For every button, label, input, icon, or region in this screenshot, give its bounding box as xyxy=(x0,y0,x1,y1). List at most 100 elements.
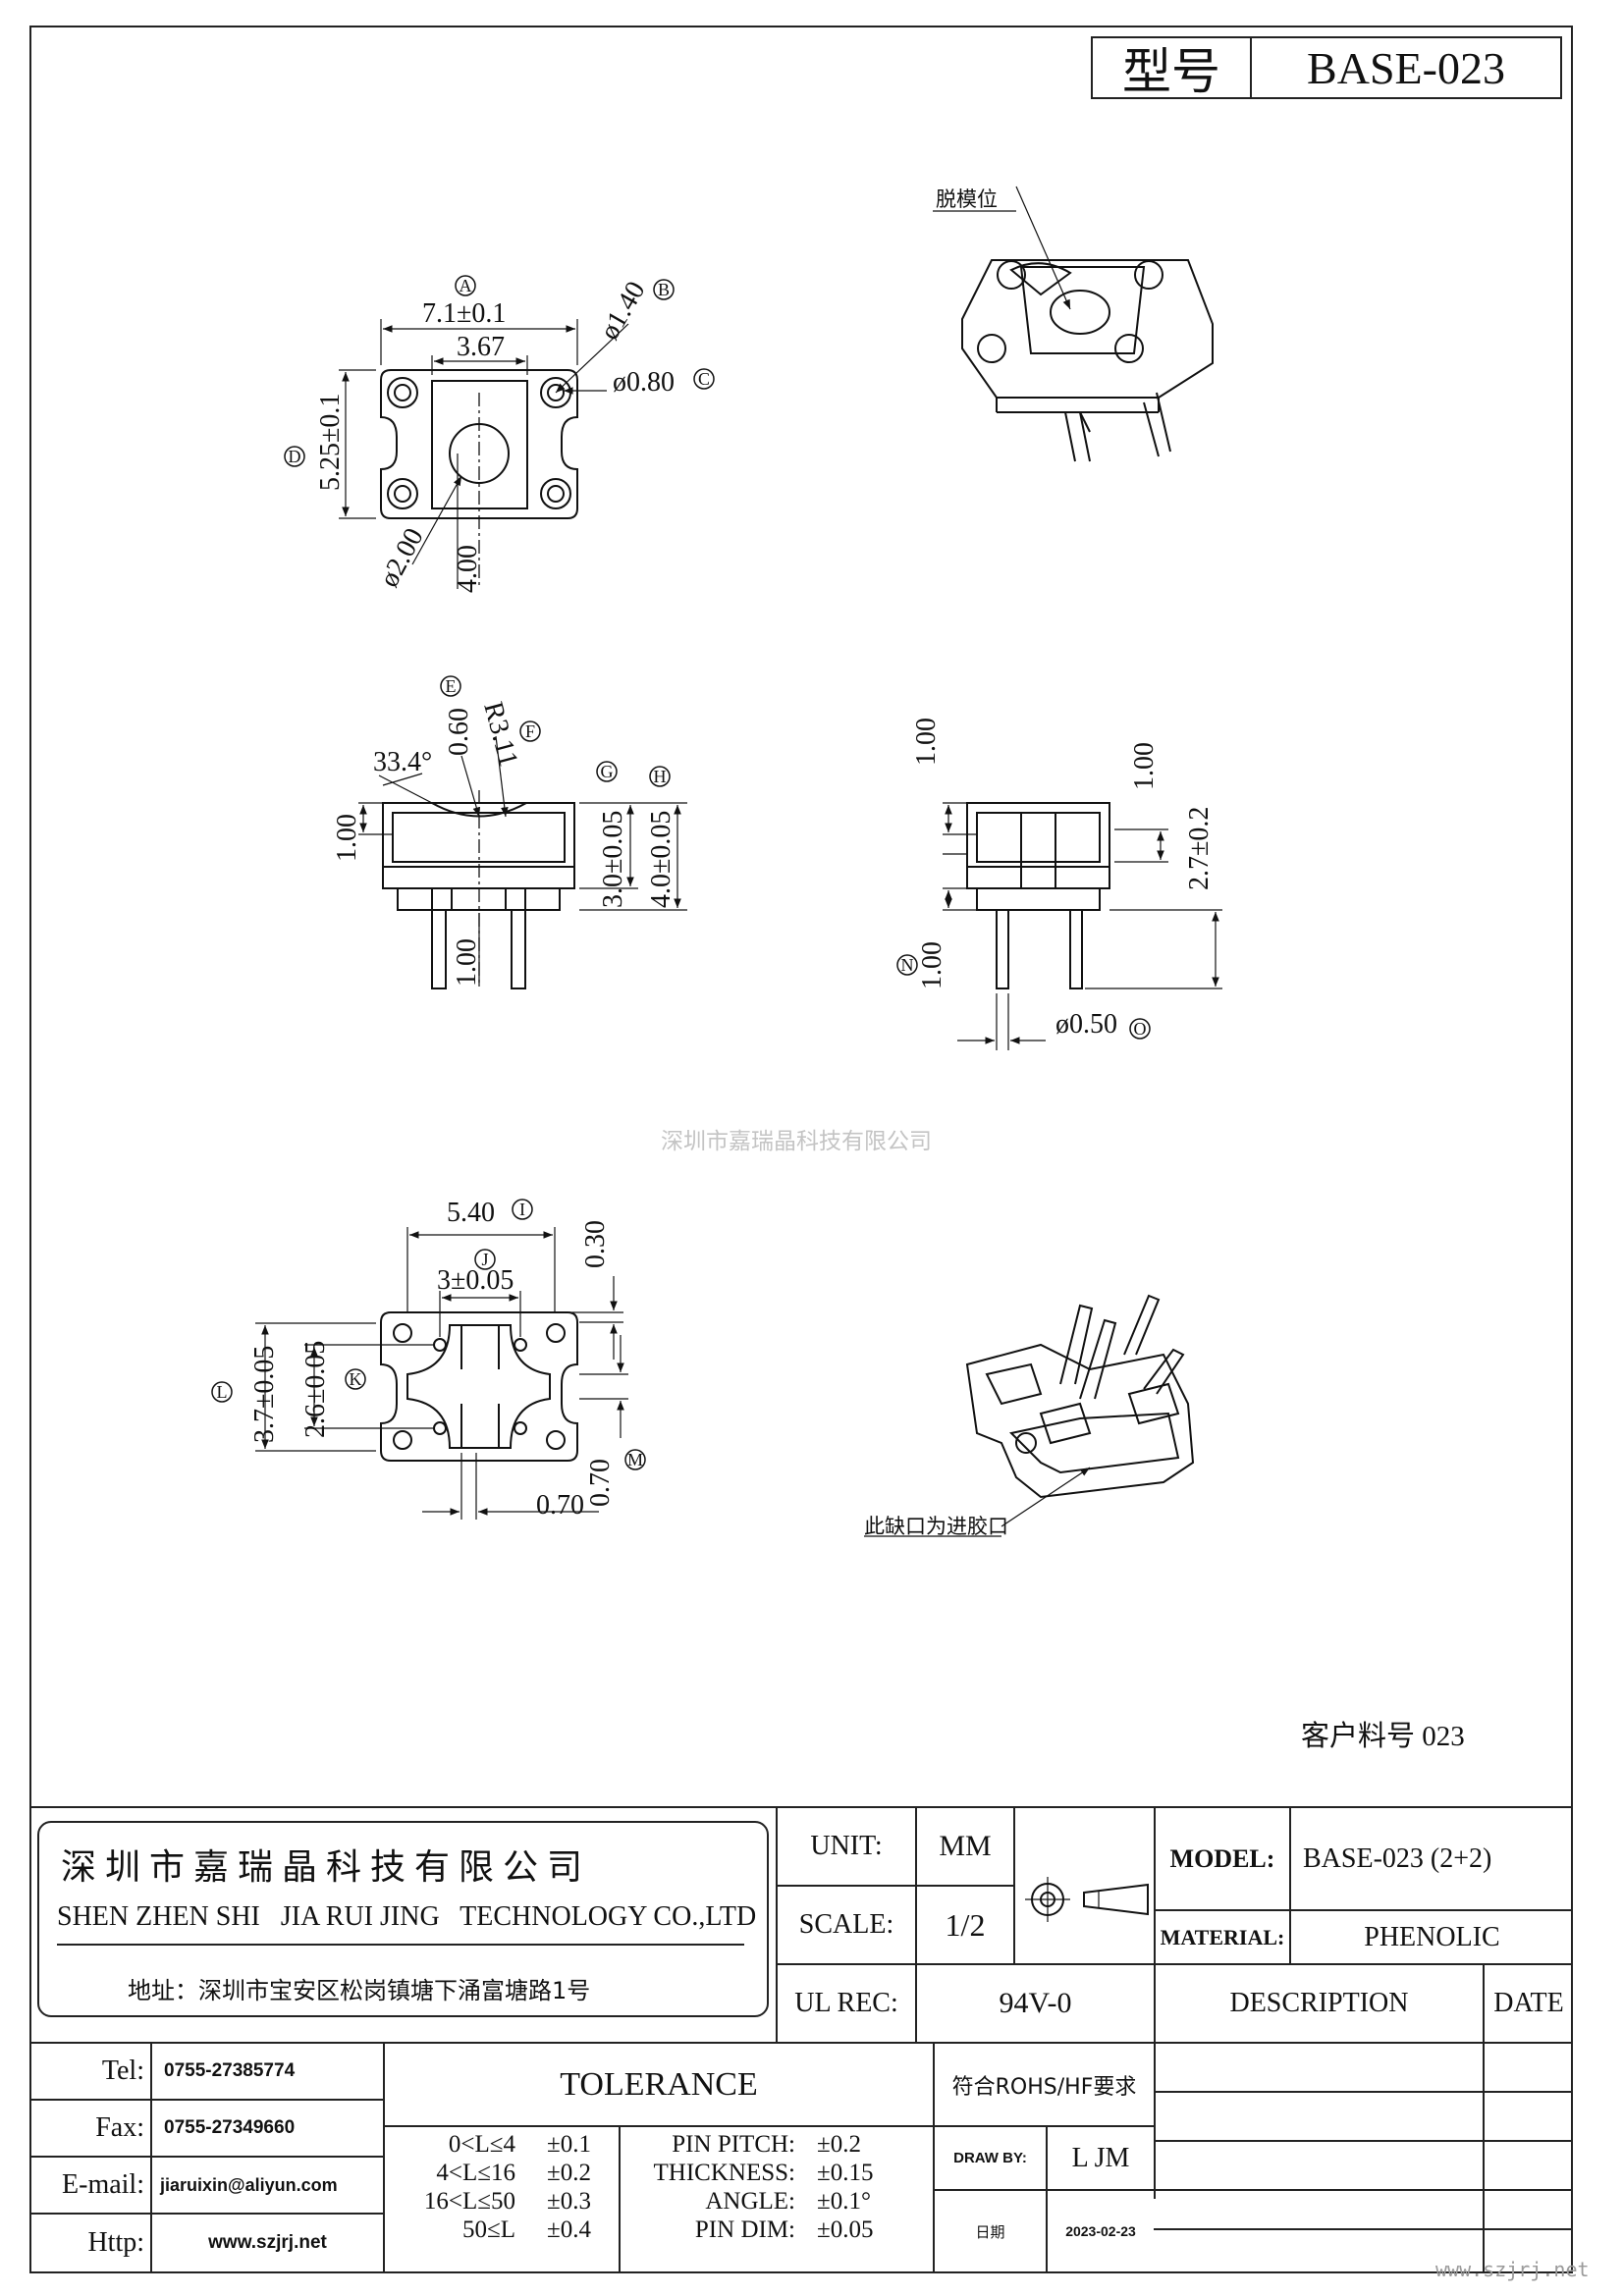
tol-label: PIN DIM: xyxy=(694,2216,795,2243)
dim-hole-dia: ø2.00 xyxy=(374,523,430,592)
company-divider xyxy=(57,1944,744,1946)
grid-line xyxy=(29,2042,1573,2044)
iso-view-bottom xyxy=(864,1294,1195,1537)
date-label: DATE xyxy=(1493,1988,1564,2018)
grid-line xyxy=(383,2125,933,2127)
material-label: MATERIAL: xyxy=(1160,1924,1285,1949)
bottom-view xyxy=(255,1227,628,1520)
dim-d: 5.25±0.1 xyxy=(315,394,346,491)
mark-c: C xyxy=(698,369,710,389)
grid-line xyxy=(1013,1806,1015,1963)
scale-value: 1/2 xyxy=(945,1906,986,1943)
model-label-tb: MODEL: xyxy=(1169,1843,1275,1873)
tol-range: 0<L≤4 xyxy=(448,2131,515,2158)
description-label: DESCRIPTION xyxy=(1229,1988,1409,2018)
grid-line xyxy=(1154,2228,1573,2230)
draw-by-value: L JM xyxy=(1071,2142,1130,2173)
dim-hole-pos: 4.00 xyxy=(453,545,483,593)
draw-by-label: DRAW BY: xyxy=(953,2150,1027,2166)
mark-m: M xyxy=(627,1450,643,1469)
grid-line xyxy=(935,2125,1154,2127)
mark-f: F xyxy=(525,721,535,741)
scale-label: SCALE: xyxy=(798,1909,894,1940)
company-name-en: SHEN ZHEN SHI JIA RUI JING TECHNOLOGY CO… xyxy=(57,1901,757,1932)
company-box xyxy=(37,1821,769,2017)
grid-line xyxy=(915,1806,917,2042)
top-view xyxy=(339,319,629,589)
mark-b: B xyxy=(658,280,670,299)
http-value[interactable]: www.szjrj.net xyxy=(208,2232,327,2253)
dim-c: ø0.80 xyxy=(613,367,675,398)
dim-070: 0.70 xyxy=(536,1490,584,1521)
dim-angle: 33.4° xyxy=(373,747,432,777)
dim-b: ø1.40 xyxy=(594,276,651,345)
grid-line xyxy=(776,1963,1573,1965)
dim-o: ø0.50 xyxy=(1055,1009,1117,1040)
mark-n: N xyxy=(901,955,914,975)
dim-inner-width: 3.67 xyxy=(457,332,505,362)
tol-label: ANGLE: xyxy=(705,2188,795,2215)
mark-j: J xyxy=(481,1250,488,1269)
tolerance-row: ANGLE:±0.1° xyxy=(628,2187,928,2216)
tolerance-row: 50≤L ±0.4 xyxy=(398,2216,614,2244)
grid-line xyxy=(29,2213,383,2215)
tol-range: 16<L≤50 xyxy=(423,2188,515,2215)
grid-line xyxy=(150,2042,152,2273)
grid-line xyxy=(29,2271,1573,2273)
dim-a: 7.1±0.1 xyxy=(422,298,506,329)
mark-l: L xyxy=(217,1382,228,1402)
tolerance-right-list: PIN PITCH:±0.2 THICKNESS: ±0.15 ANGLE:±0.… xyxy=(628,2130,928,2244)
grid-line xyxy=(1289,1806,1291,1963)
unit-value: MM xyxy=(939,1830,992,1862)
tol-label: PIN PITCH: xyxy=(672,2131,795,2158)
tol-range: 50≤L xyxy=(462,2216,515,2243)
mark-e: E xyxy=(446,676,457,696)
front-view xyxy=(358,735,687,989)
dim-r-h: 2.7±0.2 xyxy=(1184,807,1215,890)
tolerance-row: PIN PITCH:±0.2 xyxy=(628,2130,928,2159)
dim-f: R3.11 xyxy=(477,699,523,770)
tolerance-row: 4<L≤16±0.2 xyxy=(398,2159,614,2187)
model-value-tb: BASE-023 (2+2) xyxy=(1303,1842,1492,1874)
rohs-note: 符合ROHS/HF要求 xyxy=(951,2074,1137,2100)
material-value: PHENOLIC xyxy=(1364,1921,1500,1952)
projection-symbol xyxy=(1025,1877,1149,1922)
mark-k: K xyxy=(350,1369,362,1389)
tol-value: ±0.15 xyxy=(817,2160,874,2186)
grid-line xyxy=(619,2125,621,2272)
mark-i: I xyxy=(519,1200,525,1219)
grid-line xyxy=(776,1885,1013,1887)
tol-value: ±0.4 xyxy=(547,2216,591,2243)
customer-part-number: 客户料号 023 xyxy=(1301,1721,1465,1752)
dim-r-top: 1.00 xyxy=(911,718,942,766)
grid-line xyxy=(1154,1909,1573,1911)
grid-line xyxy=(29,2099,383,2101)
dim-g: 3.0±0.05 xyxy=(598,811,628,908)
dim-r-top2: 1.00 xyxy=(1129,742,1160,790)
grid-line xyxy=(1154,2140,1573,2142)
grid-line xyxy=(1154,2091,1573,2093)
side-view xyxy=(943,802,1222,1050)
tolerance-title: TOLERANCE xyxy=(560,2065,758,2103)
dim-m: 0.70 xyxy=(585,1459,616,1507)
dim-i: 5.40 xyxy=(447,1198,495,1228)
grid-line xyxy=(935,2189,1154,2191)
dim-h: 4.0±0.05 xyxy=(646,811,676,908)
model-title-box: 型号 BASE-023 xyxy=(1091,36,1562,100)
mark-g: G xyxy=(601,762,614,781)
date-value: 2023-02-23 xyxy=(1065,2223,1136,2239)
mark-a: A xyxy=(460,276,472,295)
unit-label: UNIT: xyxy=(810,1831,883,1861)
grid-line xyxy=(1154,1806,1156,2199)
company-name-cn: 深圳市嘉瑞晶科技有限公司 xyxy=(61,1847,592,1888)
tol-range: 4<L≤16 xyxy=(436,2160,515,2186)
company-address: 地址：深圳市宝安区松岗镇塘下涌富塘路1号 xyxy=(128,1977,591,2004)
email-value[interactable]: jiaruixin@aliyun.com xyxy=(160,2174,338,2195)
grid-line xyxy=(29,2156,383,2158)
dim-l: 3.7±0.05 xyxy=(249,1346,280,1443)
ul-label: UL REC: xyxy=(794,1988,898,2018)
tol-label: THICKNESS: xyxy=(653,2160,795,2186)
dim-n: 1.00 xyxy=(917,941,947,989)
technical-drawing: 7.1±0.1 3.67 ø1.40 ø0.80 5.25±0.1 ø2.00 … xyxy=(211,186,1222,1538)
callout-gate: 此缺口为进胶口 xyxy=(864,1515,1008,1538)
